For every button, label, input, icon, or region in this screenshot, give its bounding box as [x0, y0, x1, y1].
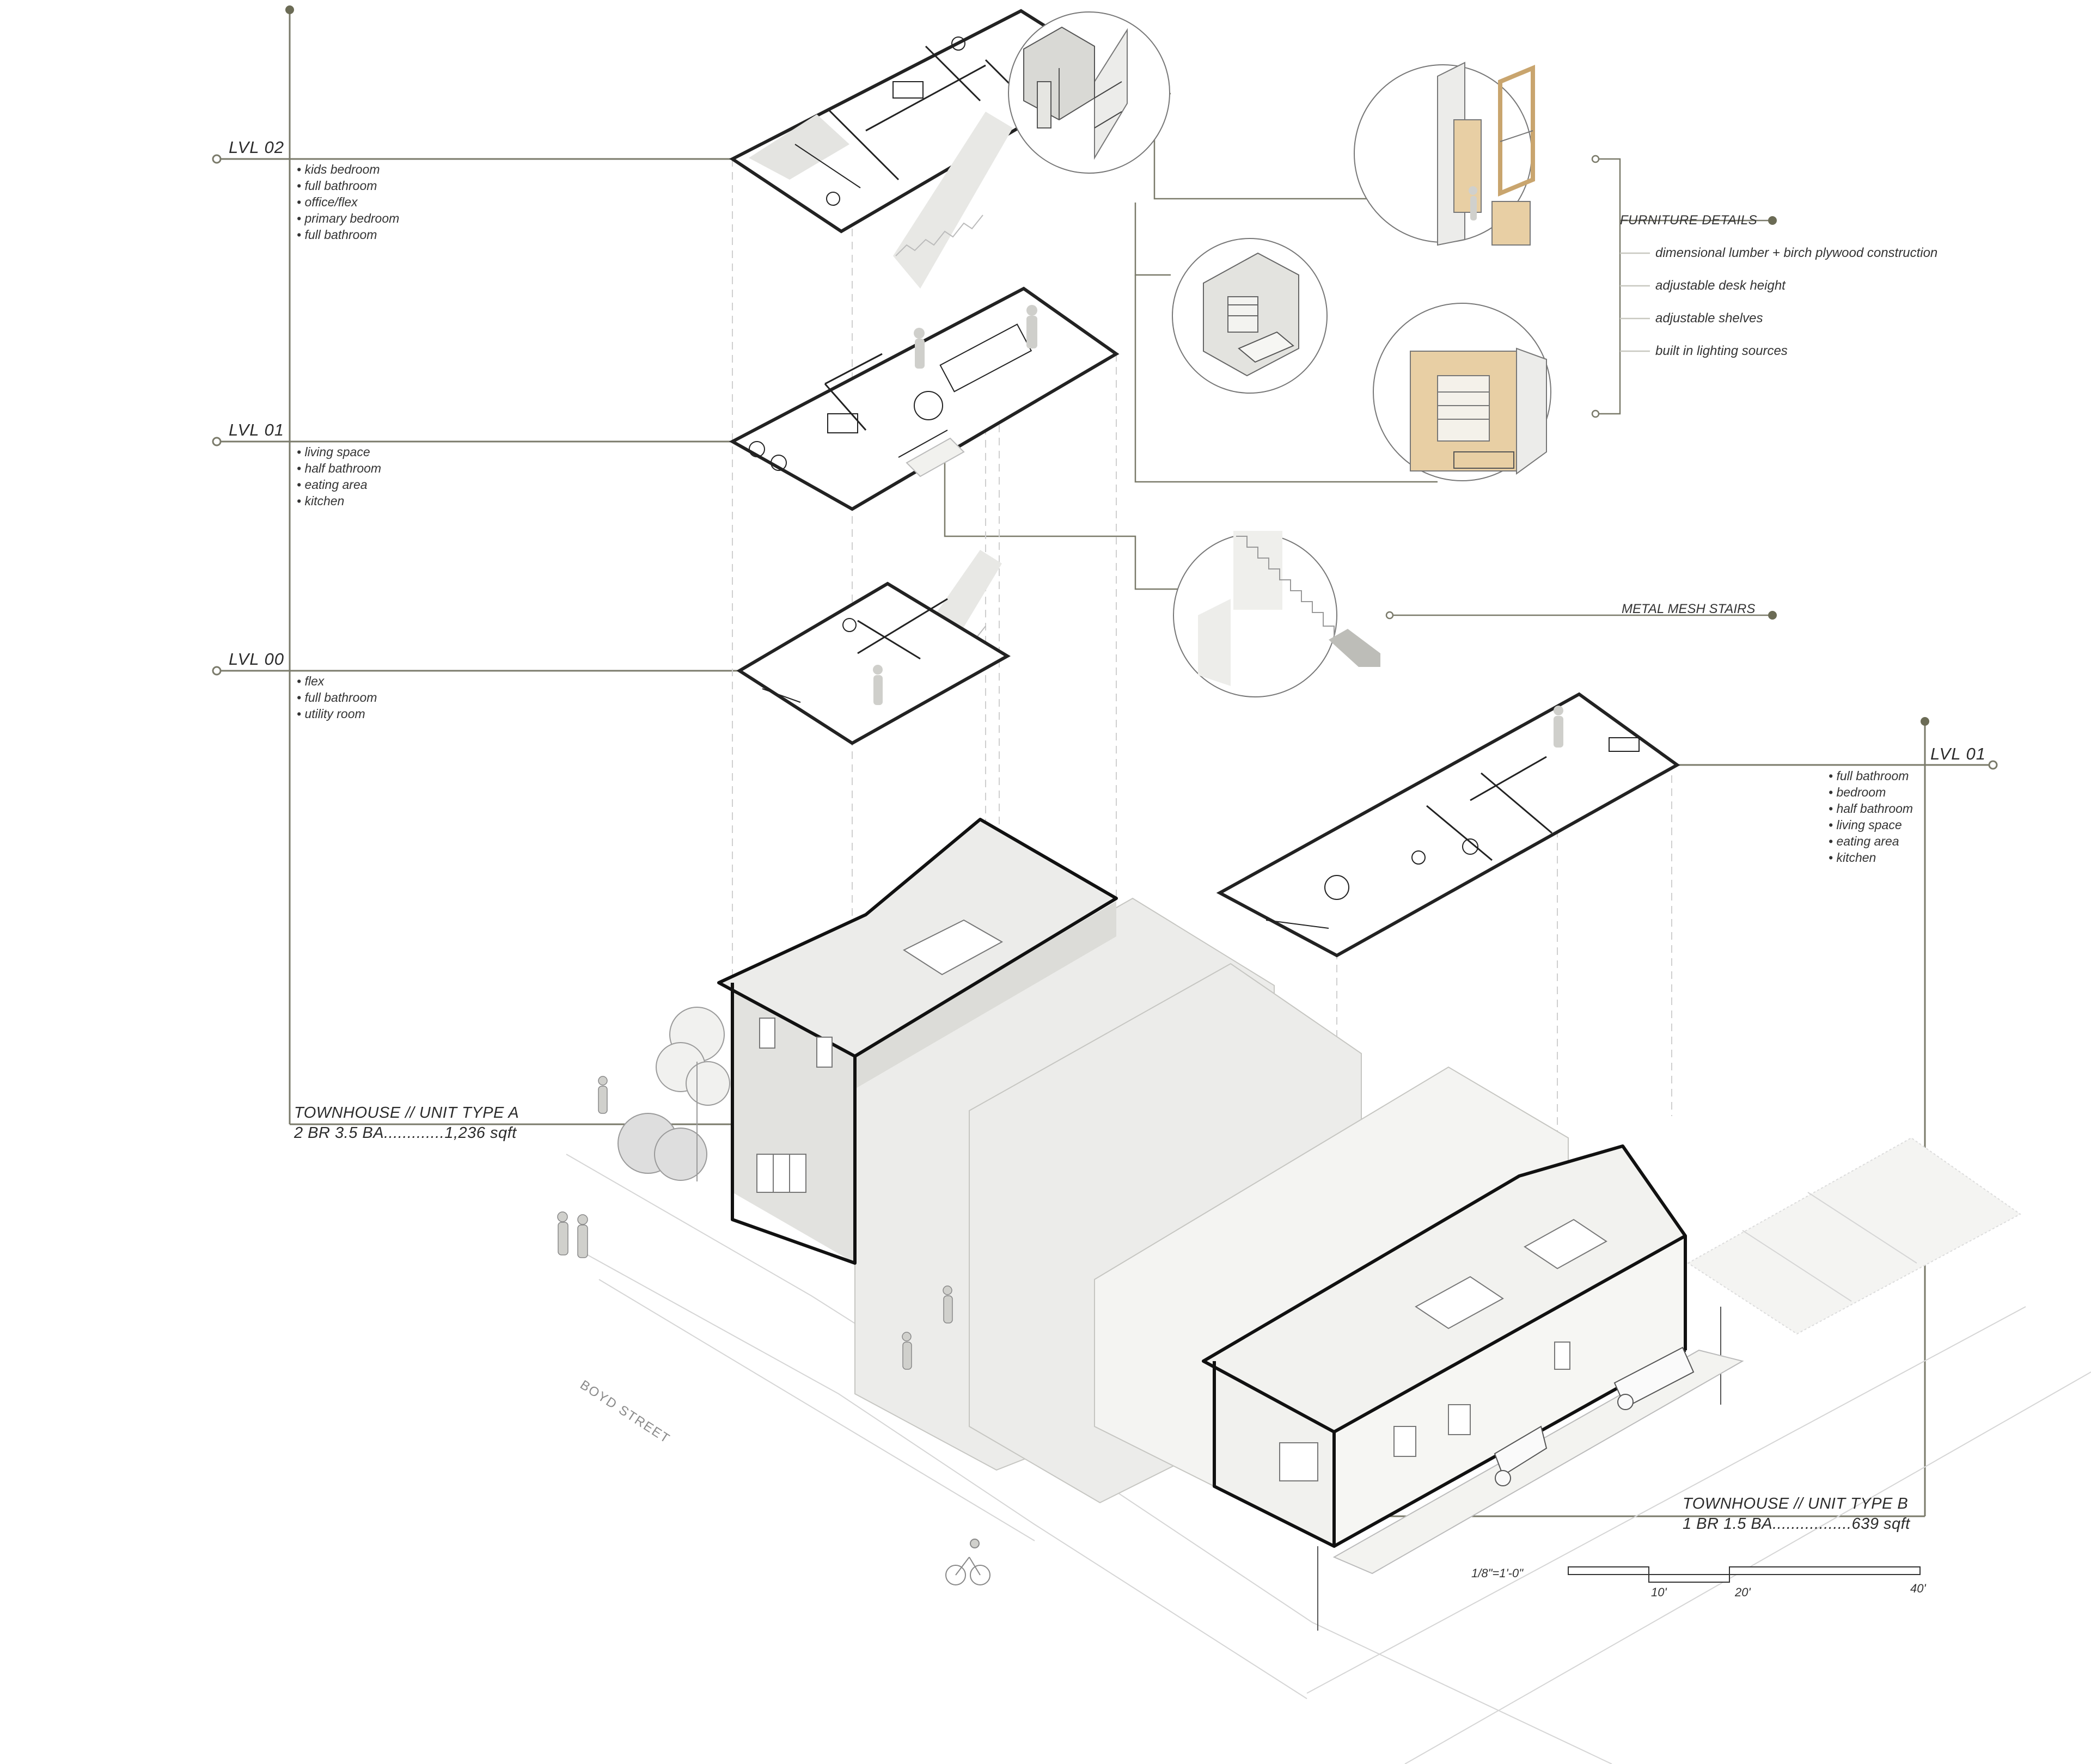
tree-cluster	[617, 1007, 730, 1181]
unit-a-summary: 2 BR 3.5 BA.............1,236 sqft	[294, 1124, 517, 1142]
scale-bar	[1568, 1566, 1921, 1583]
lvl00-floor-plan	[736, 581, 1011, 745]
unit-b-lvl01-list: full bathroom bedroom half bathroom livi…	[1829, 768, 1913, 866]
furniture-dot	[1768, 216, 1777, 225]
cyclist	[945, 1539, 991, 1585]
furniture-note: dimensional lumber + birch plywood const…	[1655, 246, 1938, 260]
list-item: full bathroom	[297, 226, 399, 243]
leader-dot-top	[285, 5, 294, 14]
figure-unit-b	[1554, 706, 1563, 748]
figure-lvl00	[873, 665, 883, 705]
car-front	[1494, 1425, 1548, 1486]
unit-b-title: TOWNHOUSE // UNIT TYPE B	[1683, 1495, 1909, 1512]
scale-ratio: 1/8"=1'-0"	[1471, 1566, 1524, 1580]
list-item: full bathroom	[1829, 768, 1913, 784]
scale-tick-40: 40'	[1910, 1582, 1926, 1595]
leader-dot-right-top	[1921, 717, 1929, 726]
metal-mesh-stairs-title: METAL MESH STAIRS	[1622, 602, 1756, 616]
detail-mesh-stairs	[1173, 531, 1380, 697]
lvl01-floor-plan	[729, 286, 1120, 511]
figure-lvl01-b	[1026, 305, 1037, 348]
unit-b-massing	[1202, 1144, 1744, 1631]
lvl02-label: LVL 02	[229, 138, 284, 157]
list-item: half bathroom	[297, 460, 381, 476]
detail-loft-desk	[1354, 62, 1535, 246]
car-rear	[1613, 1346, 1695, 1410]
list-item: kids bedroom	[297, 161, 399, 177]
unit-a-title: TOWNHOUSE // UNIT TYPE A	[294, 1104, 519, 1122]
list-item: half bathroom	[1829, 800, 1913, 817]
list-item: living space	[1829, 817, 1913, 833]
list-item: office/flex	[297, 194, 399, 210]
list-item: full bathroom	[297, 689, 377, 706]
lvl00-label: LVL 00	[229, 650, 284, 669]
list-item: kitchen	[297, 493, 381, 509]
list-item: utility room	[297, 706, 377, 722]
lvl01-label: LVL 01	[229, 420, 284, 439]
stairs-upper	[893, 112, 1013, 289]
furniture-note: adjustable desk height	[1655, 278, 1786, 293]
unit-a-massing	[717, 818, 1118, 1265]
unit-b-lvl01-label: LVL 01	[1930, 744, 1986, 763]
people-street	[557, 1076, 953, 1370]
lvl00-list: flex full bathroom utility room	[297, 673, 377, 722]
stairs-dot	[1768, 611, 1777, 620]
unit-b-floor-plan	[1216, 692, 1680, 958]
list-item: primary bedroom	[297, 210, 399, 226]
scale-tick-10: 10'	[1651, 1585, 1667, 1599]
furniture-note: built in lighting sources	[1655, 344, 1788, 358]
list-item: eating area	[297, 476, 381, 493]
unit-b-summary: 1 BR 1.5 BA.................639 sqft	[1683, 1515, 1910, 1533]
list-item: eating area	[1829, 833, 1913, 849]
list-item: kitchen	[1829, 849, 1913, 866]
detail-desk-shelving-wood	[1373, 303, 1551, 481]
scale-tick-20: 20'	[1735, 1585, 1751, 1599]
list-item: bedroom	[1829, 784, 1913, 800]
list-item: full bathroom	[297, 177, 399, 194]
furniture-note: adjustable shelves	[1655, 311, 1763, 326]
lvl01-list: living space half bathroom eating area k…	[297, 444, 381, 509]
list-item: living space	[297, 444, 381, 460]
lvl02-list: kids bedroom full bathroom office/flex p…	[297, 161, 399, 243]
furniture-details-title: FURNITURE DETAILS	[1620, 213, 1758, 228]
list-item: flex	[297, 673, 377, 689]
detail-leaders	[944, 93, 1772, 620]
detail-bunk-bed	[1008, 11, 1170, 174]
detail-desk-shelving-gray	[1172, 238, 1328, 394]
figure-lvl01-a	[914, 328, 925, 369]
left-leader-system	[212, 10, 811, 1125]
